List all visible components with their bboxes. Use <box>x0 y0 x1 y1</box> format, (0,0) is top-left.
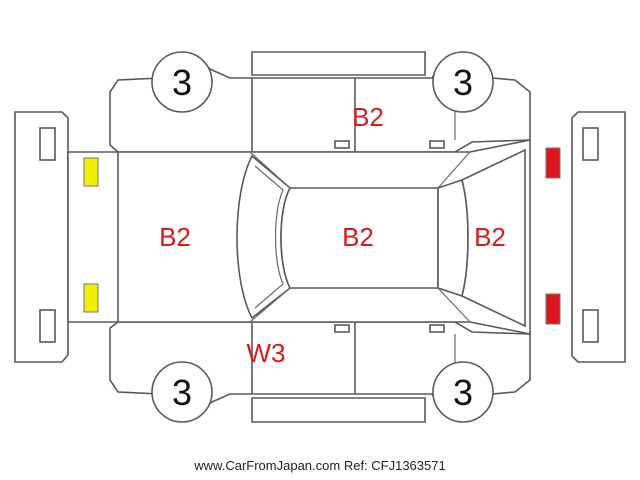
taillight-upper <box>545 147 561 179</box>
taillights <box>545 147 561 325</box>
front-bumper <box>14 111 69 363</box>
footer-reference: www.CarFromJapan.com Ref: CFJ1363571 <box>194 458 446 473</box>
bottom-door-condition: W3 <box>247 338 286 368</box>
trunk-condition: B2 <box>474 222 506 252</box>
tire-front-right: 3 <box>432 51 494 113</box>
tire-rear-right-grade: 3 <box>453 372 473 413</box>
tire-rear-right: 3 <box>432 361 494 423</box>
headlight-lower <box>83 283 99 313</box>
bottom-side-body <box>109 321 531 410</box>
side-sills <box>251 51 426 423</box>
roof-condition: B2 <box>342 222 374 252</box>
tire-rear-left: 3 <box>151 361 213 423</box>
top-view-body <box>67 139 531 335</box>
tire-front-right-grade: 3 <box>453 62 473 103</box>
tire-front-left: 3 <box>151 51 213 113</box>
top-door-condition: B2 <box>352 102 384 132</box>
hood-condition: B2 <box>159 222 191 252</box>
tire-rear-left-grade: 3 <box>172 372 192 413</box>
tire-front-left-grade: 3 <box>172 62 192 103</box>
rear-bumper <box>571 111 626 363</box>
headlights <box>83 157 99 313</box>
top-side-body <box>109 62 531 153</box>
taillight-lower <box>545 293 561 325</box>
headlight-upper <box>83 157 99 187</box>
